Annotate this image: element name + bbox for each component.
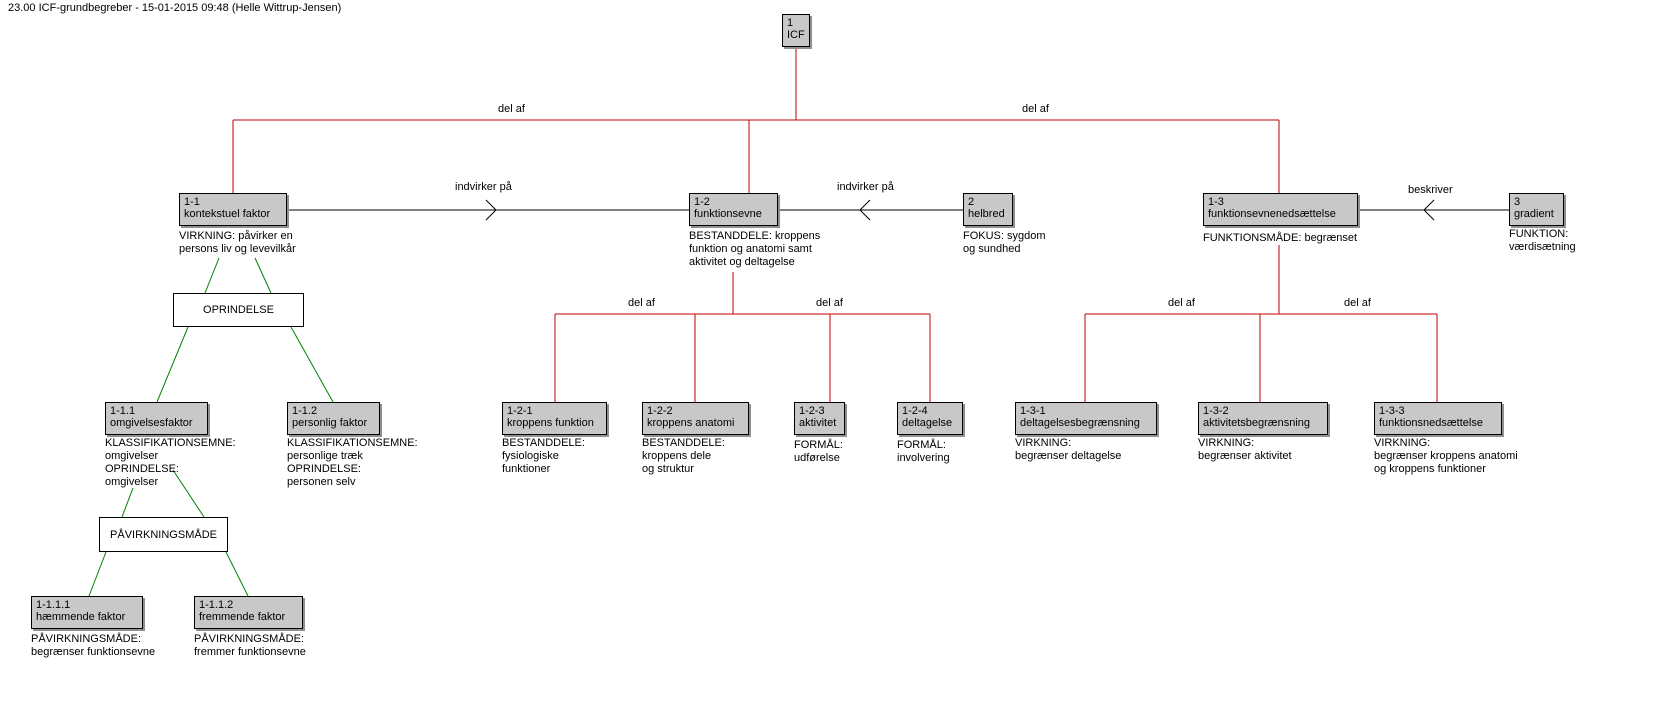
node-number: 1-2 — [694, 196, 710, 208]
node-name: ICF — [787, 29, 805, 41]
attr-haemmende-faktor: PÅVIRKNINGSMÅDE:begrænser funktionsevne — [31, 633, 156, 658]
node-name: funktionsnedsættelse — [1379, 417, 1483, 429]
icf-part-of-lines — [232, 46, 1280, 193]
node-number: 1-3-2 — [1203, 405, 1229, 417]
node-name: gradient — [1514, 208, 1554, 220]
node-kontekstuel-faktor[interactable]: 1-1 kontekstuel faktor — [179, 193, 287, 226]
node-name: personlig faktor — [292, 417, 368, 429]
node-name: funktionsevnenedsættelse — [1208, 208, 1336, 220]
node-funktionsnedsaettelse[interactable]: 1-3-3 funktionsnedsættelse — [1374, 402, 1502, 435]
attr-deltagelse: FORMÅL:involvering — [897, 439, 950, 464]
funktionsnedsaettelse-part-of-lines — [1084, 245, 1438, 402]
node-number: 2 — [968, 196, 975, 208]
node-number: 1-1.1.1 — [36, 599, 71, 611]
node-number: 1-1.1 — [110, 405, 136, 417]
label-del-af: del af — [816, 297, 843, 309]
attr-aktivitet: FORMÅL:udførelse — [794, 439, 843, 464]
association-lines — [287, 199, 1509, 221]
node-number: 1-3 — [1208, 196, 1224, 208]
node-number: 1-2-1 — [507, 405, 533, 417]
node-number: 1 — [787, 17, 794, 29]
label-indvirker-paa: indvirker på — [455, 181, 512, 193]
node-name: deltagelsesbegrænsning — [1020, 417, 1140, 429]
node-omgivelsesfaktor[interactable]: 1-1.1 omgivelsesfaktor — [105, 402, 208, 435]
node-number: 1-2-4 — [902, 405, 928, 417]
node-name: omgivelsesfaktor — [110, 417, 193, 429]
label-del-af: del af — [628, 297, 655, 309]
node-haemmende-faktor[interactable]: 1-1.1.1 hæmmende faktor — [31, 596, 143, 629]
node-name: fremmende faktor — [199, 611, 286, 623]
node-number: 1-1.2 — [292, 405, 318, 417]
node-name: helbred — [968, 208, 1005, 220]
node-funktionsevne[interactable]: 1-2 funktionsevne — [689, 193, 778, 226]
label-del-af: del af — [1344, 297, 1371, 309]
label-del-af: del af — [498, 103, 525, 115]
attr-aktivitetsbegraensning: VIRKNING:begrænser aktivitet — [1198, 437, 1292, 462]
node-number: 1-3-3 — [1379, 405, 1405, 417]
label-indvirker-paa: indvirker på — [837, 181, 894, 193]
node-name: aktivitet — [799, 417, 837, 429]
node-kroppens-anatomi[interactable]: 1-2-2 kroppens anatomi — [642, 402, 749, 435]
node-deltagelsesbegraensning[interactable]: 1-3-1 deltagelsesbegrænsning — [1015, 402, 1157, 435]
attr-gradient: FUNKTION:værdisætning — [1509, 228, 1576, 253]
funktionsevne-part-of-lines — [554, 272, 931, 402]
label-beskriver: beskriver — [1408, 184, 1453, 196]
label-del-af: del af — [1168, 297, 1195, 309]
node-fremmende-faktor[interactable]: 1-1.1.2 fremmende faktor — [194, 596, 303, 629]
attr-fremmende-faktor: PÅVIRKNINGSMÅDE:fremmer funktionsevne — [194, 633, 306, 658]
node-helbred[interactable]: 2 helbred — [963, 193, 1013, 226]
node-name: kroppens funktion — [507, 417, 594, 429]
label-del-af: del af — [1022, 103, 1049, 115]
node-number: 1-3-1 — [1020, 405, 1046, 417]
oprindelse-box[interactable]: OPRINDELSE — [173, 293, 304, 327]
node-funktionsevnenedsaettelse[interactable]: 1-3 funktionsevnenedsættelse — [1203, 193, 1358, 226]
node-name: aktivitetsbegrænsning — [1203, 417, 1311, 429]
node-number: 1-2-3 — [799, 405, 825, 417]
node-aktivitet[interactable]: 1-2-3 aktivitet — [794, 402, 845, 435]
node-aktivitetsbegraensning[interactable]: 1-3-2 aktivitetsbegrænsning — [1198, 402, 1328, 435]
node-number: 1-1.1.2 — [199, 599, 234, 611]
attr-funktionsevnenedsaettelse: FUNKTIONSMÅDE: begrænset — [1203, 232, 1358, 244]
node-name: hæmmende faktor — [36, 611, 126, 623]
node-number: 3 — [1514, 196, 1521, 208]
node-deltagelse[interactable]: 1-2-4 deltagelse — [897, 402, 963, 435]
classification-lines — [88, 257, 334, 597]
node-name: kontekstuel faktor — [184, 208, 271, 220]
node-name: funktionsevne — [694, 208, 762, 220]
node-personlig-faktor[interactable]: 1-1.2 personlig faktor — [287, 402, 380, 435]
node-gradient[interactable]: 3 gradient — [1509, 193, 1564, 226]
paavirkningsmaade-box[interactable]: PÅVIRKNINGSMÅDE — [99, 517, 228, 552]
attr-deltagelsesbegraensning: VIRKNING:begrænser deltagelse — [1015, 437, 1122, 462]
node-number: 1-1 — [184, 196, 200, 208]
node-kroppens-funktion[interactable]: 1-2-1 kroppens funktion — [502, 402, 607, 435]
node-icf[interactable]: 1 ICF — [782, 14, 810, 47]
node-name: kroppens anatomi — [647, 417, 735, 429]
diagram-header: 23.00 ICF-grundbegreber - 15-01-2015 09:… — [8, 2, 342, 14]
node-number: 1-2-2 — [647, 405, 673, 417]
node-name: deltagelse — [902, 417, 953, 429]
